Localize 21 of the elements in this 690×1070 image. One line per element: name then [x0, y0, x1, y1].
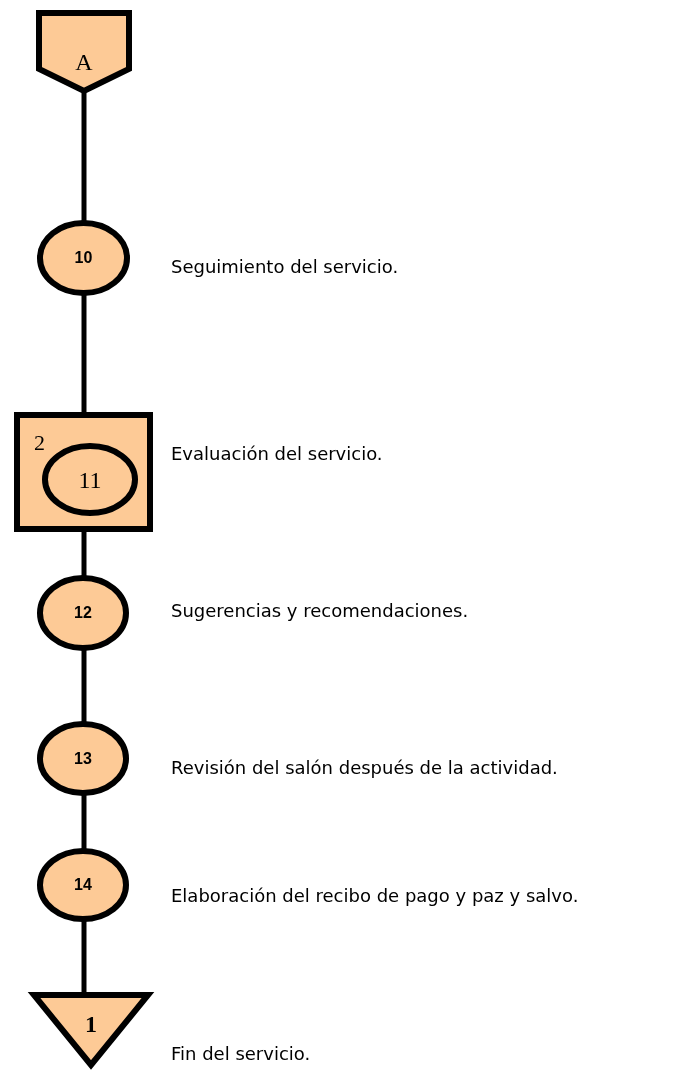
step-number: 1 [85, 1011, 97, 1037]
step-description: Evaluación del servicio. [171, 443, 383, 465]
step-description: Fin del servicio. [171, 1043, 311, 1065]
step-number: 11 [78, 466, 102, 493]
step-number: 13 [74, 749, 92, 767]
step-number: 10 [74, 249, 93, 266]
step-number: 14 [74, 876, 92, 893]
step-description: Sugerencias y recomendaciones. [171, 600, 469, 622]
step-description: Revisión del salón después de la actividad. [171, 757, 558, 779]
connector-line [81, 93, 87, 221]
connector-line [81, 650, 87, 722]
step-number: A [75, 49, 93, 75]
inspection-square [14, 412, 153, 532]
step-number: 2 [34, 432, 45, 454]
connector-line [81, 531, 87, 576]
step-description: Elaboración del recibo de pago y paz y salvo. [171, 885, 579, 907]
connector-line [81, 921, 87, 993]
step-number: 12 [74, 604, 92, 621]
connector-line [81, 795, 87, 849]
step-description: Seguimiento del servicio. [171, 256, 399, 278]
connector-line [81, 295, 87, 413]
